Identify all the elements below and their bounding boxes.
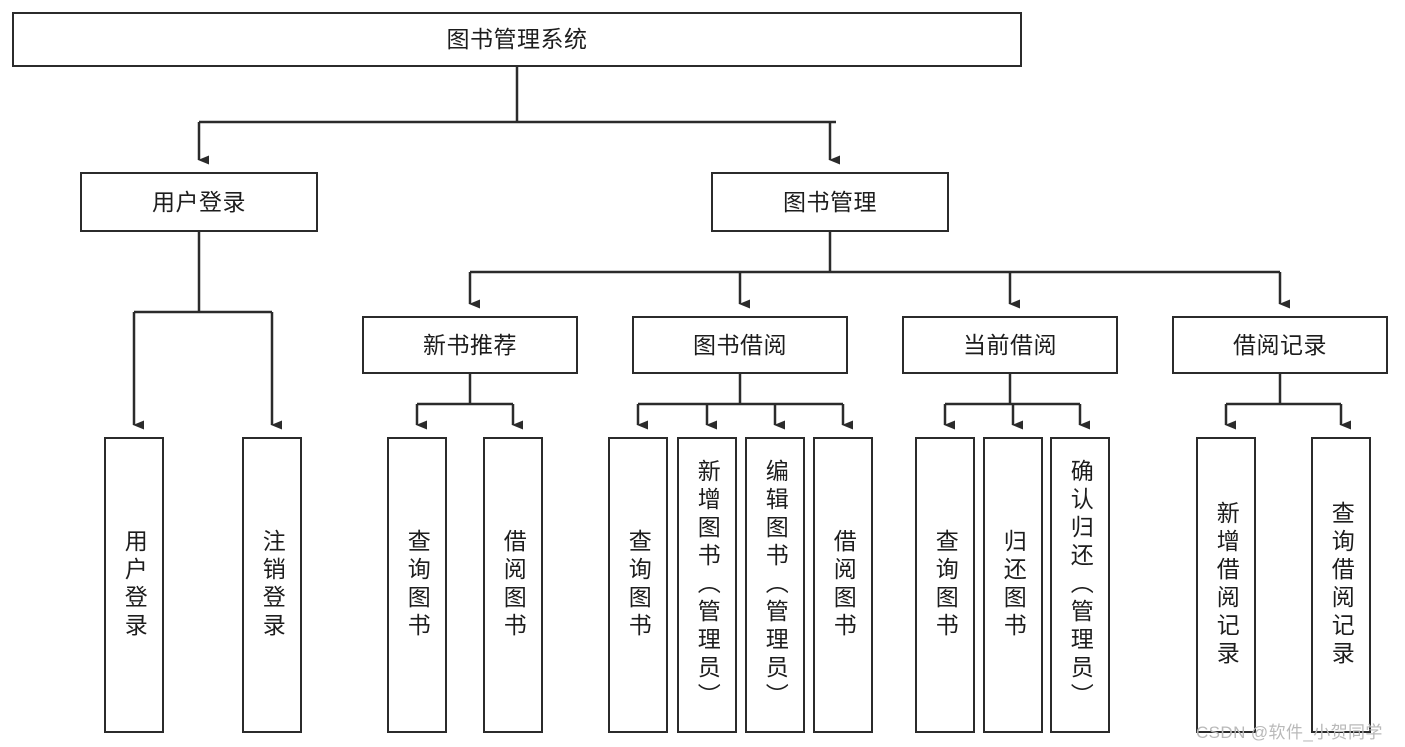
node-leaf-edit-book-label: 编辑图书（管理员） [762,459,789,711]
node-leaf-query-book-3[interactable]: 查询图书 [915,437,975,733]
node-new-book-recommend[interactable]: 新书推荐 [362,316,578,374]
node-borrow-record-label: 借阅记录 [1233,331,1327,358]
node-book-manage[interactable]: 图书管理 [711,172,949,232]
node-leaf-user-login-label: 用户登录 [121,529,148,641]
node-leaf-add-book[interactable]: 新增图书（管理员） [677,437,737,733]
node-leaf-logout-label: 注销登录 [259,529,286,641]
node-leaf-borrow-book-1-label: 借阅图书 [500,529,527,641]
node-leaf-query-book-3-label: 查询图书 [932,529,959,641]
node-leaf-borrow-book-2-label: 借阅图书 [830,529,857,641]
node-leaf-confirm-return-label: 确认归还（管理员） [1067,459,1094,711]
node-leaf-confirm-return[interactable]: 确认归还（管理员） [1050,437,1110,733]
node-root[interactable]: 图书管理系统 [12,12,1022,67]
node-user-login[interactable]: 用户登录 [80,172,318,232]
node-leaf-add-record-label: 新增借阅记录 [1213,501,1240,669]
node-user-login-label: 用户登录 [152,188,246,215]
node-leaf-borrow-book-2[interactable]: 借阅图书 [813,437,873,733]
node-leaf-user-login[interactable]: 用户登录 [104,437,164,733]
node-book-manage-label: 图书管理 [783,188,877,215]
node-root-label: 图书管理系统 [446,26,588,53]
node-leaf-borrow-book-1[interactable]: 借阅图书 [483,437,543,733]
node-leaf-return-book-label: 归还图书 [1000,529,1027,641]
node-leaf-add-book-label: 新增图书（管理员） [694,459,721,711]
node-current-borrow[interactable]: 当前借阅 [902,316,1118,374]
node-leaf-logout[interactable]: 注销登录 [242,437,302,733]
node-leaf-query-record-label: 查询借阅记录 [1328,501,1355,669]
node-current-borrow-label: 当前借阅 [963,331,1057,358]
node-leaf-query-book-2-label: 查询图书 [625,529,652,641]
node-leaf-edit-book[interactable]: 编辑图书（管理员） [745,437,805,733]
node-leaf-query-record[interactable]: 查询借阅记录 [1311,437,1371,733]
node-leaf-return-book[interactable]: 归还图书 [983,437,1043,733]
node-leaf-add-record[interactable]: 新增借阅记录 [1196,437,1256,733]
node-leaf-query-book-2[interactable]: 查询图书 [608,437,668,733]
node-new-book-recommend-label: 新书推荐 [423,331,517,358]
watermark-text: CSDN @软件_小贺同学 [1196,723,1383,742]
tree-connectors [132,67,1351,430]
node-borrow-record[interactable]: 借阅记录 [1172,316,1388,374]
node-leaf-query-book-1-label: 查询图书 [404,529,431,641]
node-book-borrow-label: 图书借阅 [693,331,787,358]
node-book-borrow[interactable]: 图书借阅 [632,316,848,374]
node-leaf-query-book-1[interactable]: 查询图书 [387,437,447,733]
